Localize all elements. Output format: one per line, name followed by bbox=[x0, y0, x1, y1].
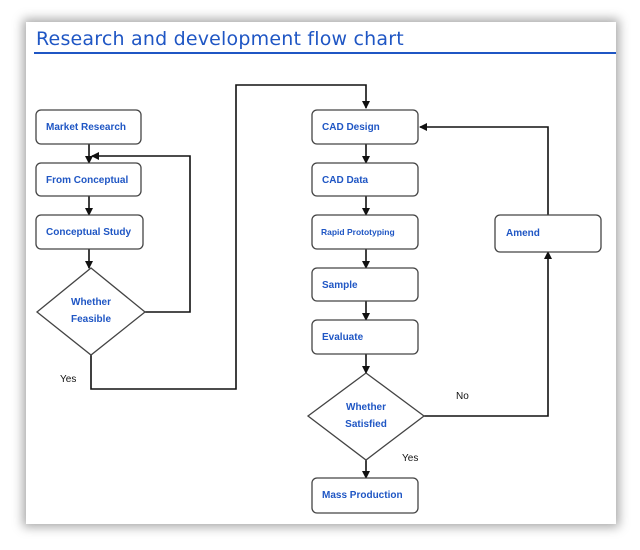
node-mass-production: Mass Production bbox=[311, 477, 419, 514]
node-conceptual-study: Conceptual Study bbox=[35, 214, 144, 250]
node-label: CAD Design bbox=[322, 122, 380, 133]
arrow-amend-to-cad bbox=[419, 123, 549, 215]
node-label: Sample bbox=[322, 280, 358, 291]
node-cad-design: CAD Design bbox=[311, 109, 419, 145]
node-evaluate: Evaluate bbox=[311, 319, 419, 355]
decision-label-line2: Feasible bbox=[71, 314, 111, 325]
node-label: Rapid Prototyping bbox=[321, 227, 395, 237]
node-label: Evaluate bbox=[322, 332, 364, 343]
node-from-conceptual: From Conceptual bbox=[35, 162, 142, 197]
decision-whether-satisfied: Whether Satisfied bbox=[306, 372, 426, 461]
node-label: Market Research bbox=[46, 122, 126, 133]
edge-label-feasible-yes: Yes bbox=[60, 374, 76, 385]
node-label: Mass Production bbox=[322, 490, 403, 501]
arrow-feasible-no-loop bbox=[91, 152, 191, 313]
decision-whether-feasible: Whether Feasible bbox=[35, 267, 147, 356]
node-amend: Amend bbox=[494, 214, 602, 253]
node-label: Amend bbox=[506, 228, 540, 239]
decision-label-line2: Satisfied bbox=[345, 419, 387, 430]
decision-label-line1: Whether bbox=[71, 297, 111, 308]
decision-label-line1: Whether bbox=[346, 402, 386, 413]
arrow-feasible-yes-to-cad bbox=[90, 84, 370, 390]
arrow-satisfied-no-to-amend bbox=[424, 251, 552, 417]
edge-label-satisfied-no: No bbox=[456, 391, 469, 402]
node-label: From Conceptual bbox=[46, 175, 128, 186]
title-underline bbox=[34, 52, 616, 54]
node-market-research: Market Research bbox=[35, 109, 142, 145]
chart-title: Research and development flow chart bbox=[36, 28, 404, 50]
node-label: Conceptual Study bbox=[46, 227, 131, 238]
connectors bbox=[85, 84, 552, 479]
node-label: CAD Data bbox=[322, 175, 369, 186]
node-sample: Sample bbox=[311, 267, 419, 302]
node-rapid-prototyping: Rapid Prototyping bbox=[311, 214, 419, 250]
node-cad-data: CAD Data bbox=[311, 162, 419, 197]
edge-label-satisfied-yes: Yes bbox=[402, 453, 418, 464]
